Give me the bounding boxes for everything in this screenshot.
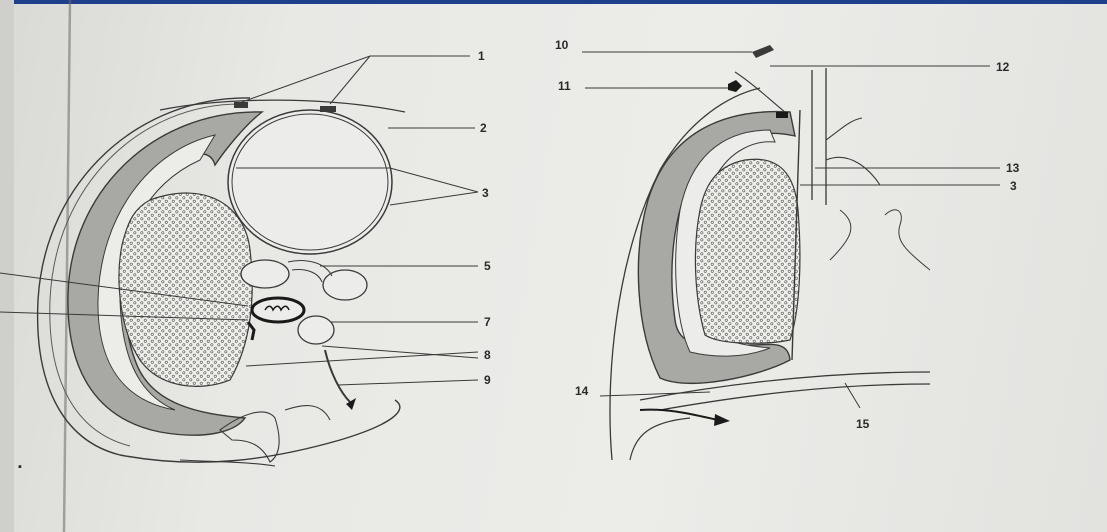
structure-10 xyxy=(752,45,774,58)
leader-8b xyxy=(322,346,478,358)
oval-5a xyxy=(241,260,289,288)
structure-11 xyxy=(728,80,742,92)
mark-1a xyxy=(234,102,248,108)
lower-outline-b xyxy=(285,406,330,420)
label-7: 7 xyxy=(484,315,491,329)
label-2: 2 xyxy=(480,121,487,135)
bottom-vessel-bottom xyxy=(660,384,930,410)
vessel-branch-d xyxy=(885,210,930,270)
right-stippled-organ xyxy=(695,159,800,343)
superficial-layer xyxy=(160,100,405,112)
structure-12-line xyxy=(735,72,785,112)
label-10: 10 xyxy=(555,38,569,52)
label-9: 9 xyxy=(484,373,491,387)
vessel-branch-c xyxy=(830,210,851,260)
arc-5b xyxy=(292,270,322,283)
leader-3b xyxy=(390,168,478,192)
arrow-head-bottom xyxy=(714,414,730,426)
structure-12-mark xyxy=(776,112,788,118)
page-edge-shadow xyxy=(0,0,14,532)
leader-8a xyxy=(246,352,478,366)
leader-9 xyxy=(338,380,478,385)
label-12: 12 xyxy=(996,60,1010,74)
label-5: 5 xyxy=(484,259,491,273)
lower-contour-right xyxy=(630,418,690,460)
label-3-left: 3 xyxy=(482,186,489,200)
arc-5 xyxy=(288,261,332,276)
oval-7 xyxy=(298,316,334,344)
label-1: 1 xyxy=(478,49,485,63)
leader-3c xyxy=(390,192,478,205)
vessel-13 xyxy=(812,68,826,205)
left-section-figure xyxy=(0,56,478,466)
central-structure xyxy=(252,298,304,322)
page-fold-line xyxy=(64,0,70,532)
label-14: 14 xyxy=(575,384,589,398)
oval-5b xyxy=(323,270,367,300)
leader-1 xyxy=(242,56,470,102)
right-section-figure xyxy=(582,45,1000,460)
dark-marker xyxy=(248,322,254,340)
leader-14 xyxy=(600,392,710,396)
label-13: 13 xyxy=(1006,161,1020,175)
label-15: 15 xyxy=(856,417,870,431)
vessel-9 xyxy=(325,350,350,402)
stippled-organ xyxy=(119,193,252,386)
mark-1b xyxy=(320,106,336,112)
arrow-line-bottom xyxy=(640,410,718,420)
vessel-branch-b xyxy=(826,157,880,185)
large-oval-structure xyxy=(228,110,392,254)
page-mark: ▪ xyxy=(18,461,22,473)
label-8: 8 xyxy=(484,348,491,362)
label-3-right: 3 xyxy=(1010,179,1017,193)
vessel-branch-a xyxy=(826,118,862,140)
label-11: 11 xyxy=(558,79,571,93)
